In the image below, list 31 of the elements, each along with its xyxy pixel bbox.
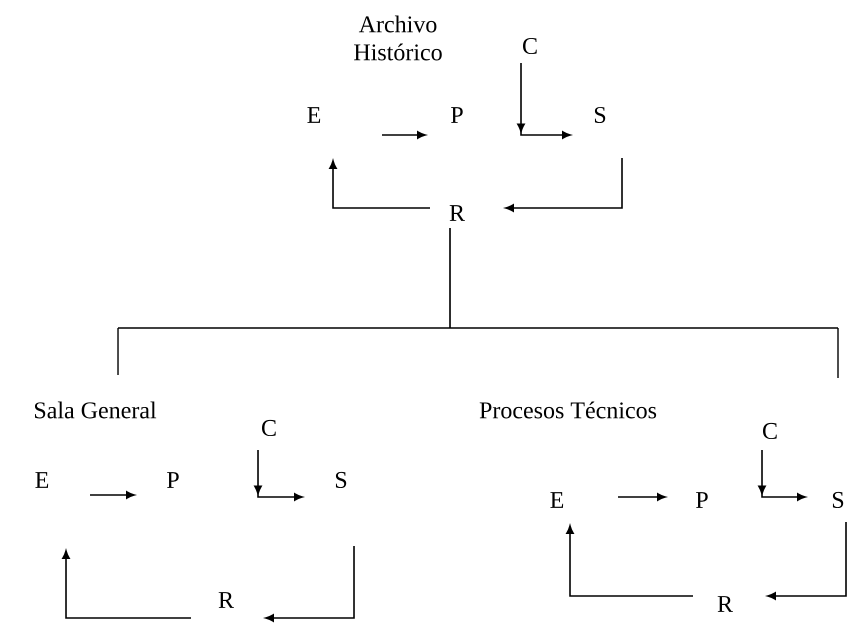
stage-letter: R — [218, 592, 234, 608]
arrow — [517, 63, 571, 139]
arrow — [62, 550, 191, 619]
stage-letter: C — [262, 420, 276, 436]
arrow — [618, 493, 666, 501]
arrow — [767, 522, 847, 600]
arrow — [254, 450, 303, 501]
stage-letter: E — [35, 472, 48, 488]
stage-letter: P — [167, 472, 179, 488]
section-heading: Sala General — [34, 402, 156, 418]
stage-letter: C — [523, 38, 537, 54]
stage-letter: R — [718, 596, 733, 612]
branch-line — [117, 228, 839, 378]
stage-letter: E — [550, 492, 564, 508]
stage-letter: P — [696, 492, 708, 508]
arrow — [382, 131, 426, 139]
arrow — [265, 546, 355, 622]
stage-letter: R — [450, 205, 465, 221]
stage-letter: E — [307, 107, 320, 123]
stage-letter: S — [594, 106, 606, 124]
arrow — [329, 160, 430, 209]
stage-letter: C — [762, 422, 777, 440]
stage-letter: S — [832, 492, 844, 508]
arrow — [566, 525, 693, 597]
arrow — [505, 158, 623, 212]
arrow — [90, 491, 135, 499]
arrow — [758, 450, 806, 501]
stage-letter: P — [451, 107, 463, 123]
section-heading: Procesos Técnicos — [480, 402, 656, 418]
section-heading: Archivo Histórico — [354, 16, 442, 60]
stage-letter: S — [336, 472, 346, 488]
